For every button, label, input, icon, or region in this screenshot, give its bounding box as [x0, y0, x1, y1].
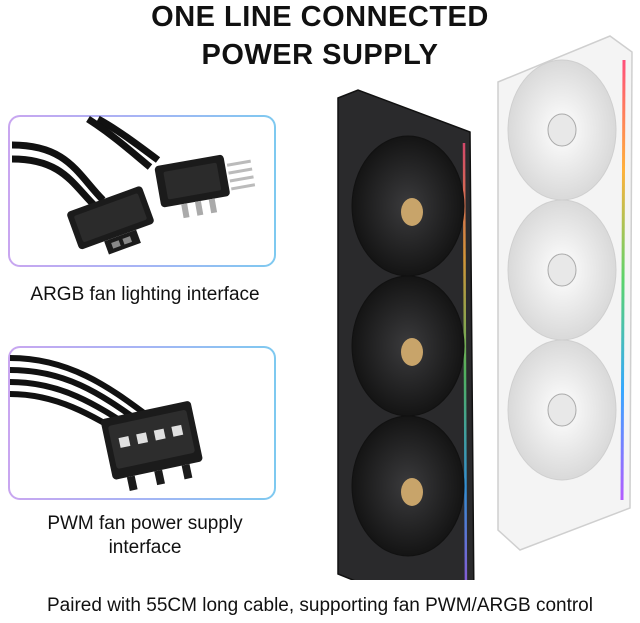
pwm-caption-line2: interface	[108, 537, 182, 558]
footer-note: Paired with 55CM long cable, supporting …	[47, 595, 593, 616]
black-fan-panel	[337, 89, 475, 580]
fan-array-illustration	[337, 35, 633, 580]
pwm-caption-line1: PWM fan power supply	[47, 513, 243, 534]
pwm-caption: PWM fan power supply interface	[0, 512, 290, 560]
argb-connector-icon	[11, 115, 256, 255]
pwm-connector-icon	[9, 355, 203, 491]
page-title-line2: POWER SUPPLY	[201, 39, 439, 71]
page-title-line1: ONE LINE CONNECTED	[151, 1, 489, 33]
white-fan-panel	[497, 35, 633, 551]
argb-caption: ARGB fan lighting interface	[30, 284, 260, 305]
